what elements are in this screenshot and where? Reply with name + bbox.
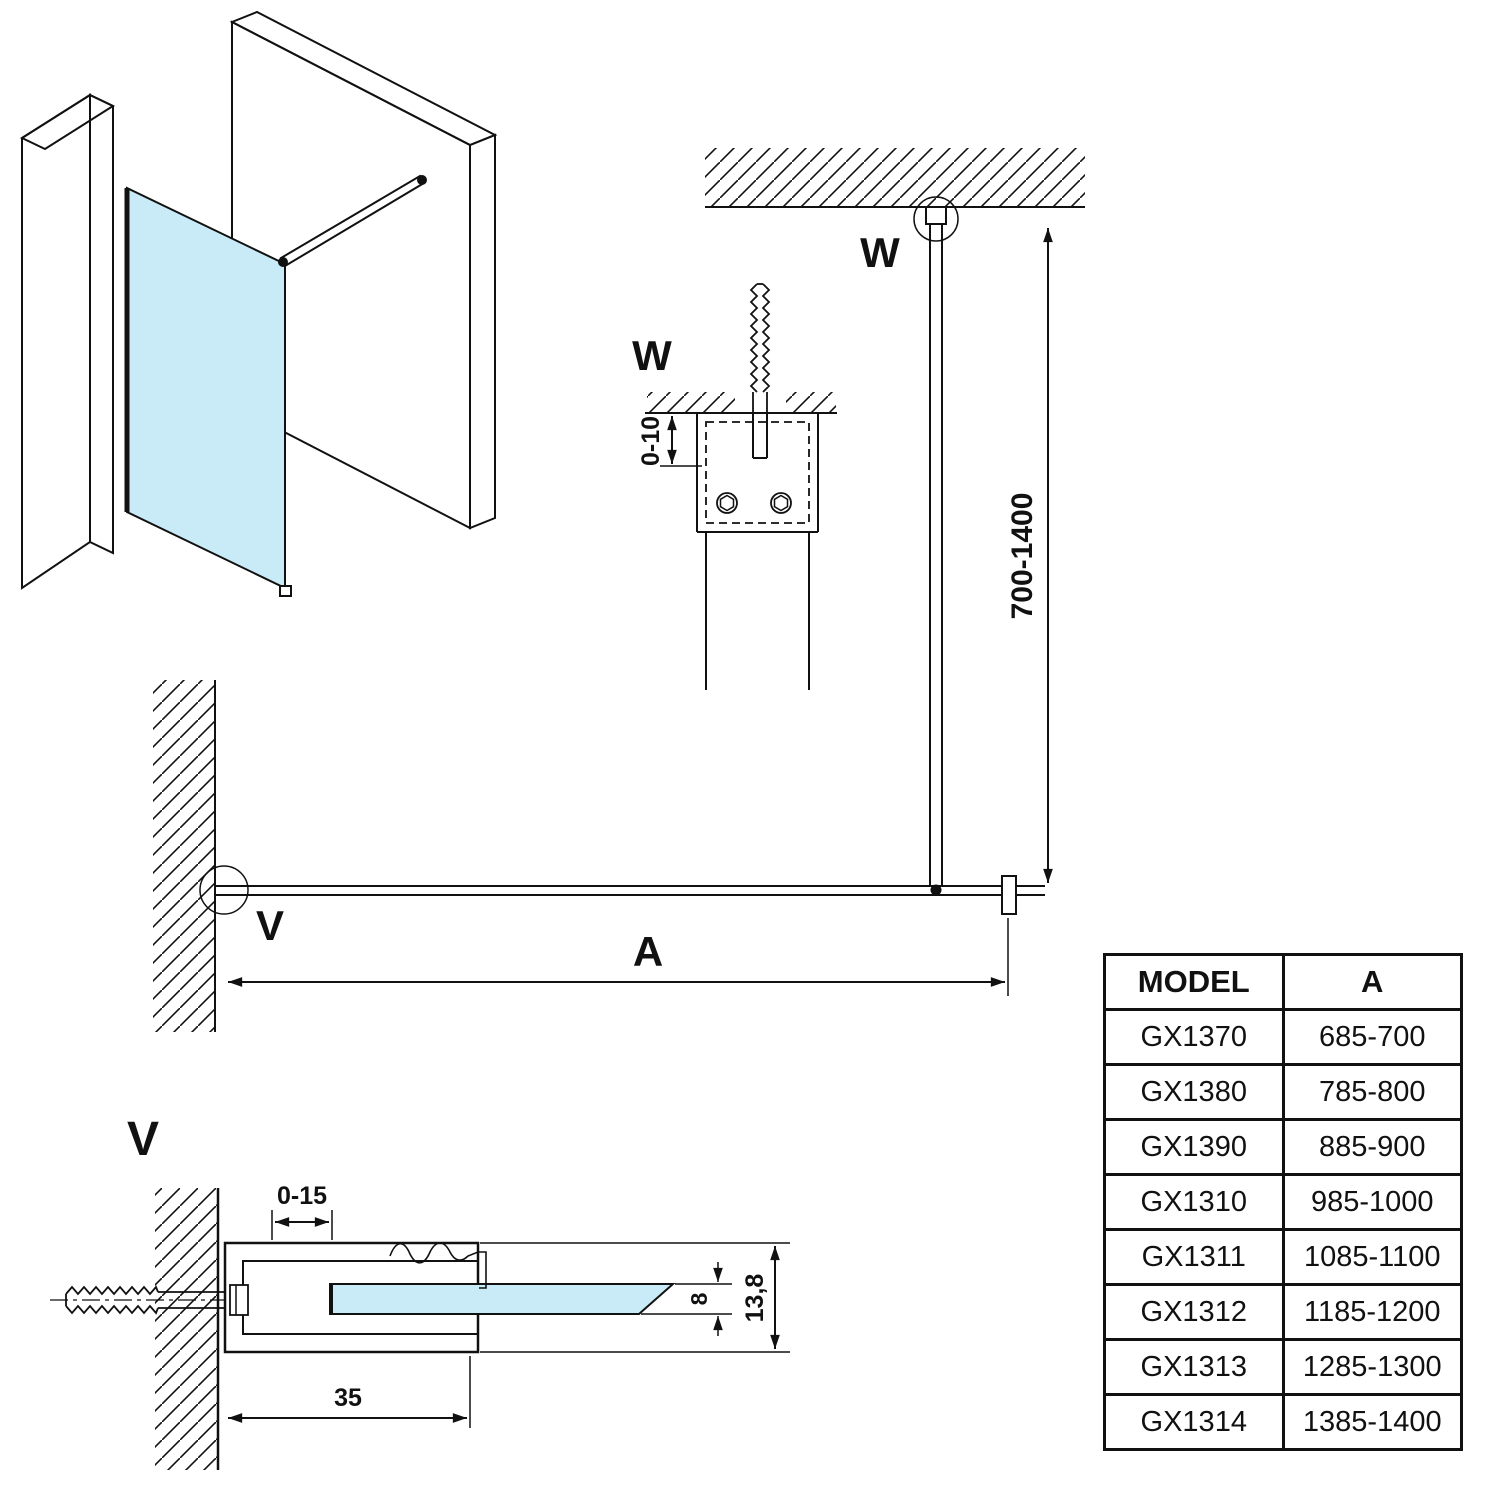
- screw-thread-right: [761, 283, 771, 393]
- anchor-ribs-top: [65, 1285, 159, 1296]
- label-w-detail: W: [632, 332, 672, 379]
- dim-height-label: 700-1400: [1006, 493, 1039, 620]
- bar-glass-pivot: [930, 884, 942, 896]
- model-cell: GX1313: [1103, 1338, 1285, 1396]
- table-row: GX1314 1385-1400: [1103, 1393, 1463, 1451]
- model-cell: GX1310: [1103, 1173, 1285, 1231]
- a-cell: 1085-1100: [1281, 1228, 1463, 1286]
- model-cell: GX1312: [1103, 1283, 1285, 1341]
- glass-end-cap: [1001, 875, 1017, 915]
- table-row: GX1370 685-700: [1103, 1008, 1463, 1066]
- dim-a-label: A: [633, 928, 663, 975]
- dim-8-label: 8: [686, 1292, 712, 1305]
- a-cell: 1385-1400: [1281, 1393, 1463, 1451]
- table-row: GX1311 1085-1100: [1103, 1228, 1463, 1286]
- label-w-callout: W: [860, 229, 900, 276]
- model-cell: GX1311: [1103, 1228, 1285, 1286]
- isometric-view: [19, 10, 498, 597]
- screw-thread-left: [749, 283, 759, 393]
- dim-35-label: 35: [334, 1384, 362, 1412]
- ceiling-hatch: [705, 148, 1085, 207]
- detail-view-w: W: [632, 283, 837, 690]
- bar-glass-clamp-iso: [278, 257, 288, 267]
- dim-13-8-label: 13,8: [741, 1274, 769, 1323]
- back-wall-top: [229, 10, 498, 147]
- bar-wall-mount-iso: [417, 175, 427, 185]
- model-cell: GX1370: [1103, 1008, 1285, 1066]
- table-row: GX1310 985-1000: [1103, 1173, 1463, 1231]
- bracket-screw-left: [716, 492, 738, 514]
- back-wall-edge: [469, 133, 496, 530]
- glass-panel-iso: [126, 186, 286, 590]
- table-row: GX1380 785-800: [1103, 1063, 1463, 1121]
- ceiling-bracket: [925, 206, 947, 225]
- glass-foot-iso: [279, 585, 292, 597]
- model-cell: GX1390: [1103, 1118, 1285, 1176]
- a-cell: 1185-1200: [1281, 1283, 1463, 1341]
- detail-marker-v: [199, 865, 249, 915]
- dim-0-10-label: 0-10: [637, 416, 665, 466]
- anchor-ribs-bottom: [65, 1304, 159, 1315]
- glass-panel-section: [331, 1283, 676, 1315]
- dim-0-15-label: 0-15: [277, 1182, 327, 1210]
- model-cell: GX1380: [1103, 1063, 1285, 1121]
- detail-ceiling-hatch-left: [647, 392, 735, 413]
- table-header-a: A: [1281, 953, 1463, 1011]
- table-row: GX1313 1285-1300: [1103, 1338, 1463, 1396]
- model-table: MODEL A GX1370 685-700 GX1380 785-800 GX…: [1103, 953, 1463, 1451]
- bracket-inner-dashed: [705, 421, 810, 524]
- table-header-row: MODEL A: [1103, 953, 1463, 1011]
- gasket-profile: [389, 1242, 487, 1289]
- support-bar-iso: [279, 174, 426, 268]
- left-wall-edge: [89, 93, 114, 555]
- bracket-screw-right: [770, 492, 792, 514]
- a-cell: 885-900: [1281, 1118, 1463, 1176]
- left-wall-face: [21, 93, 91, 590]
- table-row: GX1390 885-900: [1103, 1118, 1463, 1176]
- a-cell: 685-700: [1281, 1008, 1463, 1066]
- elevation-view: W V A 700-1400: [153, 148, 1085, 1032]
- left-wall-top: [19, 93, 116, 151]
- label-v-detail: V: [127, 1113, 159, 1166]
- wall-hatch: [153, 680, 215, 1032]
- detail-wall-hatch: [155, 1188, 217, 1470]
- table-row: GX1312 1185-1200: [1103, 1283, 1463, 1341]
- label-v-callout: V: [256, 902, 284, 949]
- model-cell: GX1314: [1103, 1393, 1285, 1451]
- detail-view-v: V 0-15: [50, 1113, 790, 1470]
- detail-marker-w: [913, 196, 959, 242]
- detail-ceiling-hatch-right: [786, 392, 836, 413]
- screw-head: [229, 1284, 249, 1316]
- a-cell: 1285-1300: [1281, 1338, 1463, 1396]
- table-header-model: MODEL: [1103, 953, 1285, 1011]
- a-cell: 785-800: [1281, 1063, 1463, 1121]
- a-cell: 985-1000: [1281, 1173, 1463, 1231]
